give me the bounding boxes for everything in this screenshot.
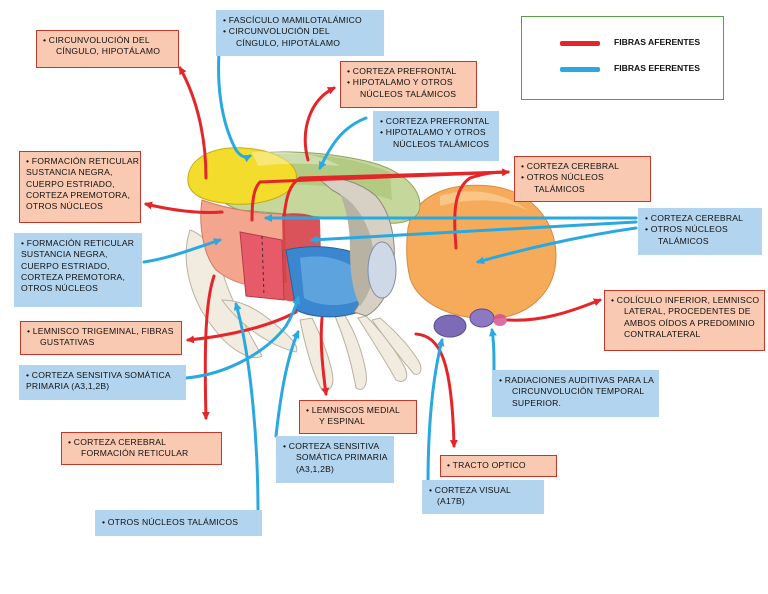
- label-line: GUSTATIVAS: [40, 337, 95, 348]
- pulvinar-shape: [406, 184, 557, 320]
- label-corteza-cerebral-afferent: • CORTEZA CEREBRAL • OTROS NÚCLEOS TALÁM…: [514, 156, 651, 202]
- label-corteza-cerebral-efferent: • CORTEZA CEREBRAL • OTROS NÚCLEOS TALÁM…: [638, 208, 762, 255]
- label-line: NÚCLEOS TALÁMICOS: [393, 138, 490, 149]
- label-line: • LEMNISCO TRIGEMINAL, FIBRAS: [27, 326, 174, 336]
- label-line: • RADIACIONES AUDITIVAS PARA LA: [499, 375, 655, 385]
- label-lemnisco-trigeminal: • LEMNISCO TRIGEMINAL, FIBRAS GUSTATIVAS: [20, 321, 182, 355]
- label-line: • CORTEZA CEREBRAL: [68, 437, 167, 447]
- geniculate-medial: [433, 314, 467, 338]
- label-line: NÚCLEOS TALÁMICOS: [360, 88, 457, 99]
- label-line: • CORTEZA PREFRONTAL: [347, 66, 457, 76]
- label-corteza-visual: • CORTEZA VISUAL (A17B): [422, 480, 544, 514]
- label-formacion-reticular-efferent: • FORMACIÓN RETICULAR SUSTANCIA NEGRA, C…: [14, 233, 142, 307]
- label-prefrontal-efferent: • CORTEZA PREFRONTAL • HIPOTALAMO Y OTRO…: [373, 111, 499, 161]
- label-line: SUSTANCIA NEGRA,: [26, 167, 113, 178]
- legend: FIBRAS AFERENTES FIBRAS EFERENTES: [521, 16, 724, 100]
- label-prefrontal-afferent: • CORTEZA PREFRONTAL • HIPOTALAMO Y OTRO…: [340, 61, 477, 108]
- label-line: • CORTEZA VISUAL: [429, 485, 511, 495]
- label-line: (A3,1,2B): [296, 463, 335, 474]
- label-line: • FASCÍCULO MAMILOTALÁMICO: [223, 15, 362, 25]
- label-line: • LEMNISCOS MEDIAL: [306, 405, 400, 415]
- label-line: • CORTEZA PREFRONTAL: [380, 116, 490, 126]
- label-cingulo-hipotalamo: • CIRCUNVOLUCIÓN DEL CÍNGULO, HIPOTÁLAMO: [36, 30, 179, 68]
- legend-afferent-label: FIBRAS AFERENTES: [614, 37, 701, 47]
- label-line: CÍNGULO, HIPOTÁLAMO: [236, 37, 341, 48]
- afferent-swatch: [560, 41, 600, 46]
- label-line: CÍNGULO, HIPOTÁLAMO: [56, 46, 161, 57]
- label-line: (A17B): [437, 496, 465, 507]
- label-sensitiva-somatica-left: • CORTEZA SENSITIVA SOMÁTICA PRIMARIA (A…: [19, 365, 186, 400]
- label-tracto-optico: • TRACTO OPTICO: [440, 455, 557, 477]
- label-line: SOMÁTICA PRIMARIA: [296, 452, 388, 463]
- label-line: CORTEZA PREMOTORA,: [21, 272, 126, 283]
- label-sensitiva-somatica-mid: • CORTEZA SENSITIVA SOMÁTICA PRIMARIA (A…: [276, 436, 394, 483]
- label-line: • CIRCUNVOLUCIÓN DEL: [223, 26, 330, 37]
- label-line: • OTROS NÚCLEOS: [645, 224, 728, 235]
- efferent-swatch: [560, 67, 600, 72]
- label-formacion-reticular-afferent: • FORMACIÓN RETICULAR SUSTANCIA NEGRA, C…: [19, 151, 141, 223]
- label-radiaciones-auditivas: • RADIACIONES AUDITIVAS PARA LA CIRCUNVO…: [492, 370, 659, 417]
- label-line: • TRACTO OPTICO: [447, 460, 526, 470]
- efferent-arrows: [142, 38, 638, 512]
- label-line: TALÁMICOS: [534, 183, 585, 194]
- afferent-arrows: [144, 66, 602, 448]
- label-line: AMBOS OÍDOS A PREDOMINIO: [624, 317, 755, 328]
- geniculate-lateral: [469, 308, 495, 328]
- label-line: • FORMACIÓN RETICULAR: [21, 238, 135, 248]
- label-line: • CORTEZA SENSITIVA SOMÁTICA: [26, 370, 171, 380]
- label-line: SUPERIOR.: [512, 397, 562, 408]
- label-line: • COLÍCULO INFERIOR, LEMNISCO: [611, 295, 760, 305]
- label-otros-nucleos-talamicos: • OTROS NÚCLEOS TALÁMICOS: [95, 510, 262, 536]
- label-line: • OTROS NÚCLEOS TALÁMICOS: [102, 517, 239, 527]
- label-line: • OTROS NÚCLEOS: [521, 172, 604, 183]
- label-lemniscos-medial: • LEMNISCOS MEDIAL Y ESPINAL: [299, 400, 417, 434]
- label-line: CONTRALATERAL: [624, 329, 701, 340]
- label-line: FORMACIÓN RETICULAR: [81, 448, 189, 459]
- label-line: PRIMARIA (A3,1,2B): [26, 381, 110, 392]
- label-line: • CORTEZA SENSITIVA: [283, 441, 380, 451]
- label-line: • HIPOTALAMO Y OTROS: [380, 127, 486, 138]
- label-line: TALÁMICOS: [658, 235, 709, 246]
- label-line: • CORTEZA CEREBRAL: [645, 213, 744, 223]
- label-coliculo-inferior: • COLÍCULO INFERIOR, LEMNISCO LATERAL, P…: [604, 290, 765, 351]
- label-line: CUERPO ESTRIADO,: [26, 178, 115, 189]
- label-line: OTROS NÚCLEOS: [21, 283, 99, 294]
- label-line: • CORTEZA CEREBRAL: [521, 161, 620, 171]
- label-fasciculo-mamilotalamico: • FASCÍCULO MAMILOTALÁMICO • CIRCUNVOLUC…: [216, 10, 384, 56]
- label-line: OTROS NÚCLEOS: [26, 201, 104, 212]
- label-line: CUERPO ESTRIADO,: [21, 260, 110, 271]
- label-line: SUSTANCIA NEGRA,: [21, 249, 108, 260]
- label-line: CORTEZA PREMOTORA,: [26, 190, 131, 201]
- label-line: • HIPOTALAMO Y OTROS: [347, 77, 453, 88]
- label-line: LATERAL, PROCEDENTES DE: [624, 306, 751, 317]
- legend-efferent-label: FIBRAS EFERENTES: [614, 63, 700, 73]
- label-line: • CIRCUNVOLUCIÓN DEL: [43, 35, 150, 45]
- label-line: Y ESPINAL: [319, 416, 366, 427]
- label-line: • FORMACIÓN RETICULAR: [26, 156, 140, 166]
- label-corteza-cerebral-reticular: • CORTEZA CEREBRAL FORMACIÓN RETICULAR: [61, 432, 222, 465]
- label-line: CIRCUNVOLUCIÓN TEMPORAL: [512, 386, 645, 397]
